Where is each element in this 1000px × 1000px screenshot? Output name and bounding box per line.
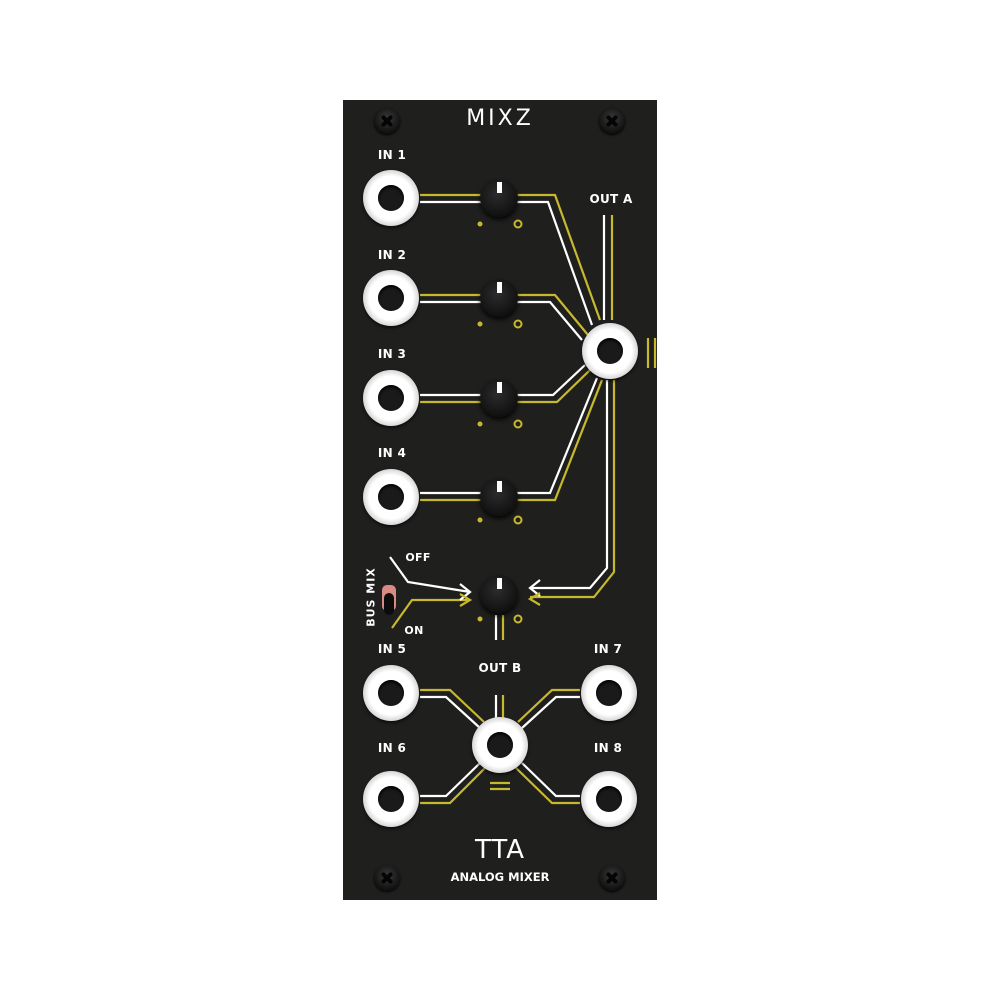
screw-icon (374, 865, 400, 891)
in8-jack[interactable] (581, 771, 637, 827)
out-a-label: OUT A (589, 192, 633, 206)
in1-label: IN 1 (377, 148, 407, 162)
switch-off-label: OFF (405, 551, 431, 564)
level-knob-3[interactable] (480, 379, 518, 417)
in2-jack[interactable] (363, 270, 419, 326)
screw-icon (374, 108, 400, 134)
bus-mix-label: BUS MIX (364, 567, 378, 627)
bus-mix-toggle[interactable] (382, 585, 396, 615)
in6-jack[interactable] (363, 771, 419, 827)
in4-label: IN 4 (377, 446, 407, 460)
screw-icon (599, 108, 625, 134)
in5-jack[interactable] (363, 665, 419, 721)
out-b-label: OUT B (478, 661, 522, 675)
bus-mix-knob[interactable] (480, 575, 518, 613)
brand-logo: TTA (474, 835, 526, 865)
screw-icon (599, 865, 625, 891)
switch-on-label: ON (404, 624, 424, 637)
in4-jack[interactable] (363, 469, 419, 525)
out-a-jack[interactable] (582, 323, 638, 379)
in6-label: IN 6 (377, 741, 407, 755)
in8-label: IN 8 (593, 741, 623, 755)
in1-jack[interactable] (363, 170, 419, 226)
out-b-jack[interactable] (472, 717, 528, 773)
in2-label: IN 2 (377, 248, 407, 262)
in3-jack[interactable] (363, 370, 419, 426)
module-subtitle: ANALOG MIXER (450, 870, 550, 884)
module-title: MIXZ (466, 106, 534, 131)
in5-label: IN 5 (377, 642, 407, 656)
level-knob-2[interactable] (480, 279, 518, 317)
in7-label: IN 7 (593, 642, 623, 656)
level-knob-4[interactable] (480, 478, 518, 516)
in7-jack[interactable] (581, 665, 637, 721)
in3-label: IN 3 (377, 347, 407, 361)
level-knob-1[interactable] (480, 179, 518, 217)
